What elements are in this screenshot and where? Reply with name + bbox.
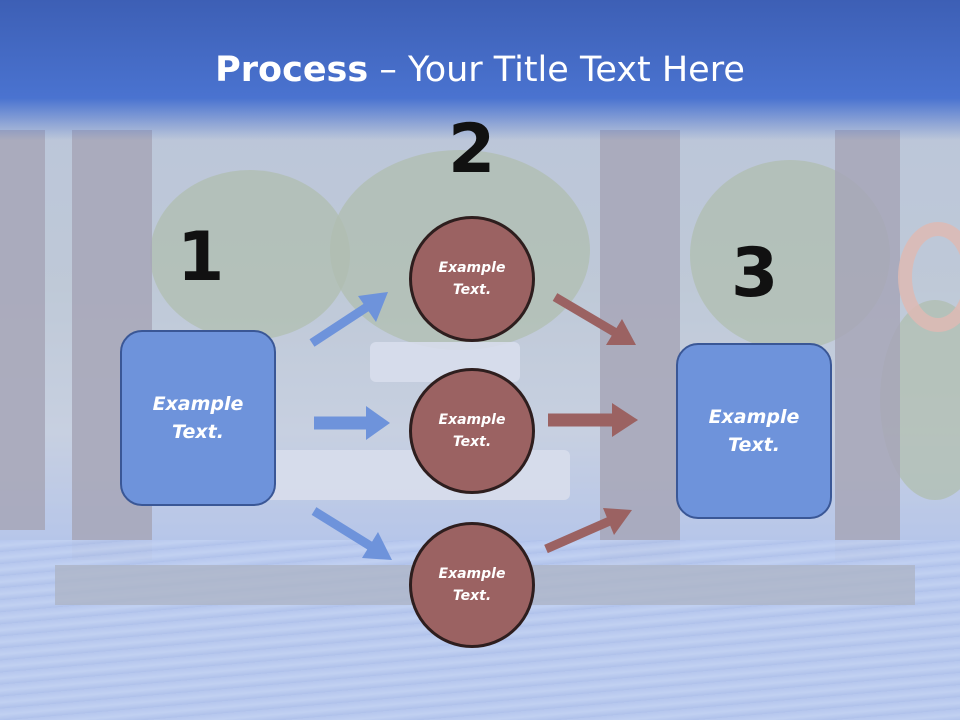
circle-text: Example Text.	[438, 565, 506, 604]
process-circle-bottom: Example Text.	[409, 522, 535, 648]
circle-text: Example Text.	[438, 259, 506, 298]
right-process-box: Example Text.	[676, 343, 832, 519]
slide-title: Process – Your Title Text Here	[0, 50, 960, 90]
left-process-box: Example Text.	[120, 330, 276, 506]
arrow-red-down	[552, 293, 636, 345]
step-number-2: 2	[448, 110, 496, 189]
pillar-shape	[835, 130, 900, 560]
foliage-shape	[150, 170, 350, 340]
arrow-red-up	[544, 508, 632, 554]
pillar-shape	[600, 130, 680, 580]
right-box-text: Example Text.	[708, 405, 800, 457]
process-circle-top: Example Text.	[409, 216, 535, 342]
title-band	[0, 0, 960, 140]
arrow-blue-down	[311, 507, 392, 560]
title-rest: – Your Title Text Here	[368, 50, 745, 90]
left-box-text: Example Text.	[152, 392, 244, 444]
circle-text: Example Text.	[438, 411, 506, 450]
pillar-shape	[0, 130, 45, 530]
arrow-blue-straight	[314, 406, 390, 440]
title-bold: Process	[215, 50, 369, 90]
process-circle-middle: Example Text.	[409, 368, 535, 494]
arrow-red-straight	[548, 403, 638, 437]
step-number-1: 1	[177, 218, 225, 297]
arrow-blue-up	[309, 292, 388, 347]
step-number-3: 3	[731, 234, 779, 313]
